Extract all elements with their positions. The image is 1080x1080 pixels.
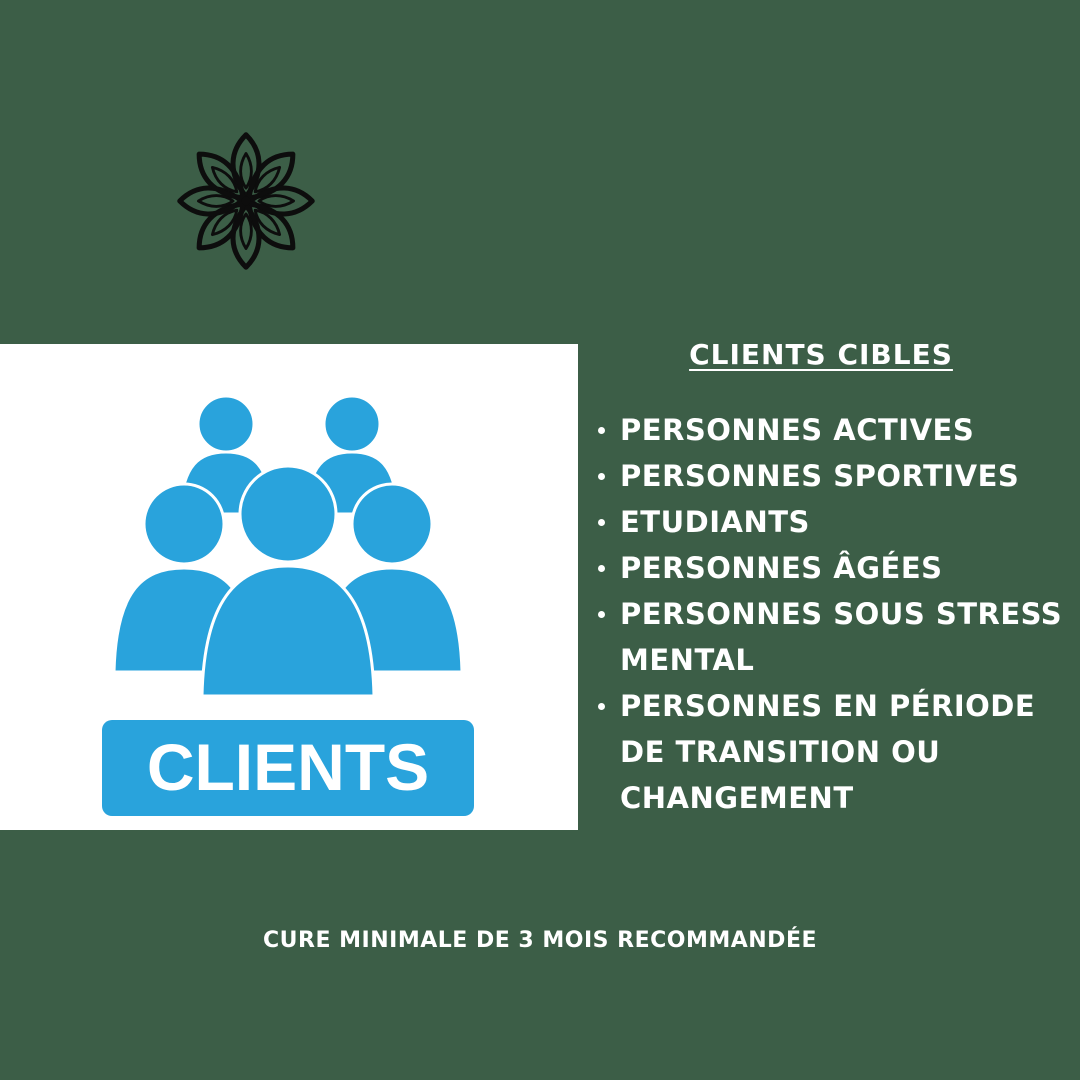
section-title: CLIENTS CIBLES <box>689 338 953 371</box>
clients-illustration: CLIENTS <box>0 344 578 830</box>
list-item-label: ETUDIANTS <box>620 505 810 539</box>
list-item: PERSONNES ACTIVES <box>596 407 1066 453</box>
list-item-label: PERSONNES ACTIVES <box>620 413 975 447</box>
footer-note-text: CURE MINIMALE DE 3 MOIS RECOMMANDÉE <box>263 928 817 953</box>
list-item-label: PERSONNES ÂGÉES <box>620 551 943 585</box>
lotus-mandala-icon <box>177 132 315 270</box>
bullet-icon <box>598 519 605 526</box>
list-item-label: PERSONNES SOUS STRESS MENTAL <box>620 597 1063 677</box>
clients-label: CLIENTS <box>147 730 429 804</box>
bullet-icon <box>598 611 605 618</box>
group-of-people-icon: CLIENTS <box>102 394 474 816</box>
bullet-icon <box>598 427 605 434</box>
list-item: ETUDIANTS <box>596 499 1066 545</box>
clients-label-box <box>102 720 474 816</box>
footer-note: CURE MINIMALE DE 3 MOIS RECOMMANDÉE <box>0 928 1080 953</box>
target-list: PERSONNES ACTIVES PERSONNES SPORTIVES ET… <box>596 407 1066 821</box>
list-item: PERSONNES EN PÉRIODE DE TRANSITION OU CH… <box>596 683 1066 821</box>
list-item-label: PERSONNES SPORTIVES <box>620 459 1020 493</box>
lotus-logo-icon <box>174 126 318 276</box>
list-item-label: PERSONNES EN PÉRIODE DE TRANSITION OU CH… <box>620 689 1036 815</box>
target-clients-section: CLIENTS CIBLES PERSONNES ACTIVES PERSONN… <box>596 338 1066 821</box>
list-item: PERSONNES SOUS STRESS MENTAL <box>596 591 1066 683</box>
bullet-icon <box>598 565 605 572</box>
bullet-icon <box>598 703 605 710</box>
list-item: PERSONNES SPORTIVES <box>596 453 1066 499</box>
bullet-icon <box>598 473 605 480</box>
list-item: PERSONNES ÂGÉES <box>596 545 1066 591</box>
